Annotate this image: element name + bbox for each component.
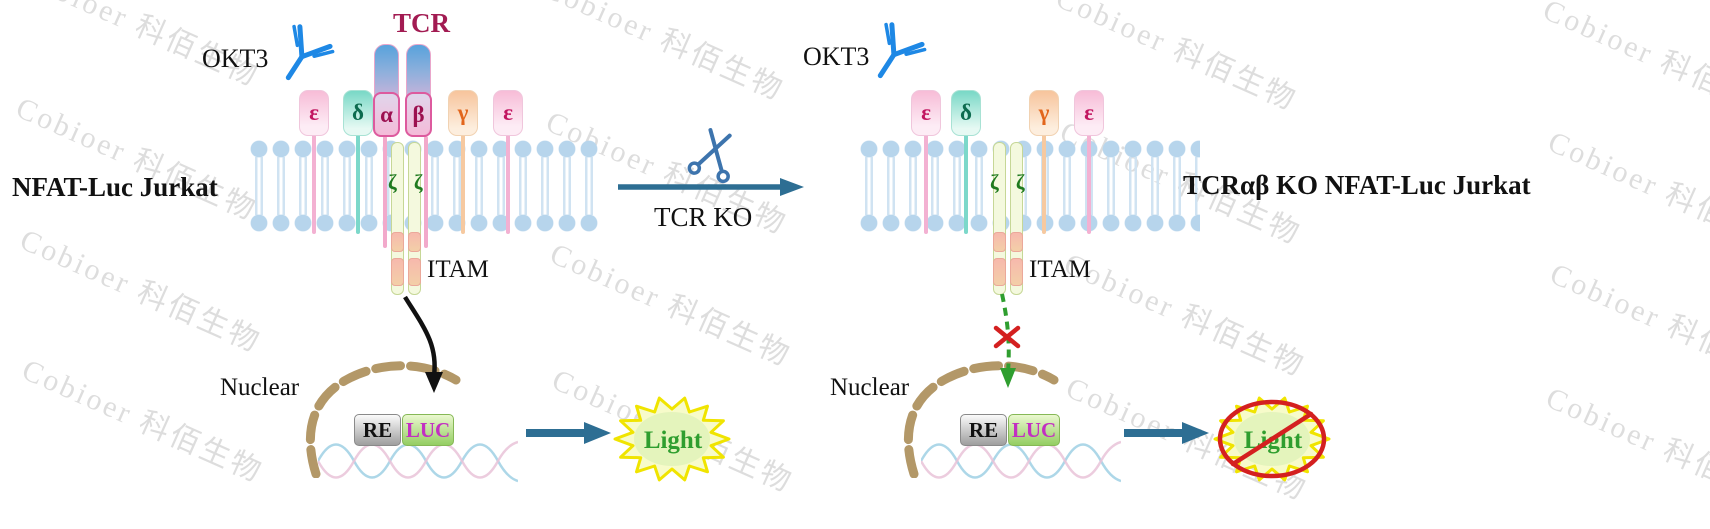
watermark: Cobioer 科佰生物	[1545, 257, 1710, 394]
tcr-beta-domain: β	[405, 92, 432, 137]
membrane-outer-leaflet	[248, 140, 598, 186]
light-burst	[613, 396, 731, 482]
receptor-epsilon: ε	[299, 90, 329, 136]
tcr-alpha-domain: α	[373, 92, 400, 137]
luc-box: LUC	[402, 414, 454, 446]
watermark: Cobioer 科佰生物	[545, 237, 797, 374]
dna-helix	[921, 440, 1121, 483]
receptor-epsilon: ε	[1074, 90, 1104, 136]
gamma-stalk	[461, 134, 465, 234]
cell-membrane	[248, 140, 598, 232]
receptor-epsilon: ε	[493, 90, 523, 136]
watermark: Cobioer 科佰生物	[538, 0, 790, 108]
light-arrow	[526, 422, 611, 444]
nuclear-membrane-arc	[903, 361, 1059, 478]
antibody-icon	[877, 22, 927, 79]
itam-label: ITAM	[1029, 256, 1091, 283]
watermark: Cobioer 科佰生物	[15, 223, 267, 360]
watermark: Cobioer 科佰生物	[1543, 125, 1710, 262]
epsilon-stalk	[924, 134, 928, 234]
dna-helix	[318, 440, 518, 483]
itam-block	[993, 258, 1006, 286]
blocked-signal-arrow	[993, 293, 1021, 388]
itam-block	[1010, 258, 1023, 286]
tcr-beta-chain	[406, 44, 431, 137]
itam-block	[408, 258, 421, 286]
zeta-chain	[1010, 142, 1023, 295]
no-light-sign	[1217, 399, 1327, 479]
scissors-icon	[687, 128, 732, 184]
blocked-x-icon	[993, 325, 1021, 349]
zeta-chain	[391, 142, 404, 295]
zeta-label: ζ ζ	[990, 170, 1031, 194]
alpha-stalk	[383, 136, 387, 248]
light-label: Light	[643, 427, 703, 454]
watermark: Cobioer 科佰生物	[1059, 247, 1311, 384]
itam-block	[993, 232, 1006, 252]
signal-arrow	[403, 295, 443, 393]
itam-block	[1010, 232, 1023, 252]
zeta-chain	[408, 142, 421, 295]
cell-line-label: TCRαβ KO NFAT-Luc Jurkat	[1183, 170, 1531, 200]
receptor-gamma: γ	[448, 90, 478, 136]
tcr-label: TCR	[393, 8, 451, 38]
okt3-label: OKT3	[803, 42, 870, 71]
beta-stalk	[424, 136, 428, 248]
re-box: RE	[960, 414, 1007, 446]
receptor-delta: δ	[343, 90, 373, 136]
delta-stalk	[356, 134, 360, 234]
nuclear-membrane-arc	[305, 361, 461, 478]
nuclear-label: Nuclear	[220, 374, 300, 401]
re-box: RE	[354, 414, 401, 446]
watermark: Cobioer 科佰生物	[11, 91, 263, 228]
zeta-label: ζ ζ	[388, 170, 429, 194]
antibody-icon	[285, 24, 335, 81]
receptor-gamma: γ	[1029, 90, 1059, 136]
luc-box: LUC	[1008, 414, 1060, 446]
watermark: Cobioer 科佰生物	[17, 353, 269, 490]
zeta-chain	[993, 142, 1006, 295]
itam-block	[408, 232, 421, 252]
membrane-outer-leaflet	[858, 140, 1200, 186]
ko-label: TCR KO	[654, 202, 753, 232]
epsilon-stalk	[312, 134, 316, 234]
nuclear-label: Nuclear	[830, 374, 910, 401]
okt3-label: OKT3	[202, 44, 269, 73]
epsilon-stalk	[506, 134, 510, 234]
ko-arrow	[618, 178, 804, 196]
itam-label: ITAM	[427, 256, 489, 283]
itam-block	[391, 258, 404, 286]
itam-block	[391, 232, 404, 252]
gamma-stalk	[1042, 134, 1046, 234]
light-arrow	[1124, 422, 1209, 444]
watermark: Cobioer 科佰生物	[1541, 381, 1710, 518]
cell-membrane	[858, 140, 1200, 232]
cell-line-label: NFAT-Luc Jurkat	[12, 172, 218, 202]
receptor-epsilon: ε	[911, 90, 941, 136]
receptor-delta: δ	[951, 90, 981, 136]
watermark: Cobioer 科佰生物	[1538, 0, 1710, 130]
delta-stalk	[964, 134, 968, 234]
epsilon-stalk	[1087, 134, 1091, 234]
